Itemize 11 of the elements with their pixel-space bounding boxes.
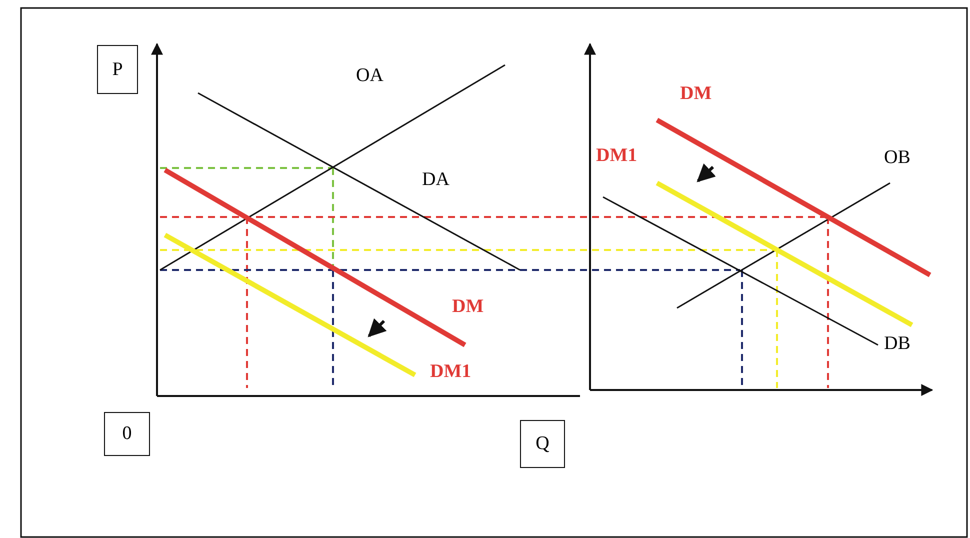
curve-label: OB	[884, 148, 910, 167]
axis-label: Q	[520, 420, 565, 468]
axis-label: 0	[104, 412, 150, 456]
curve-label: DM1	[596, 146, 638, 165]
axis-label: P	[97, 45, 138, 94]
curve-label: DA	[422, 170, 450, 189]
curve-label: DM	[452, 297, 484, 316]
curve-label: OA	[356, 66, 384, 85]
curve-label: DM1	[430, 362, 472, 381]
curve-label: DM	[680, 84, 712, 103]
curve-label: DB	[884, 334, 910, 353]
